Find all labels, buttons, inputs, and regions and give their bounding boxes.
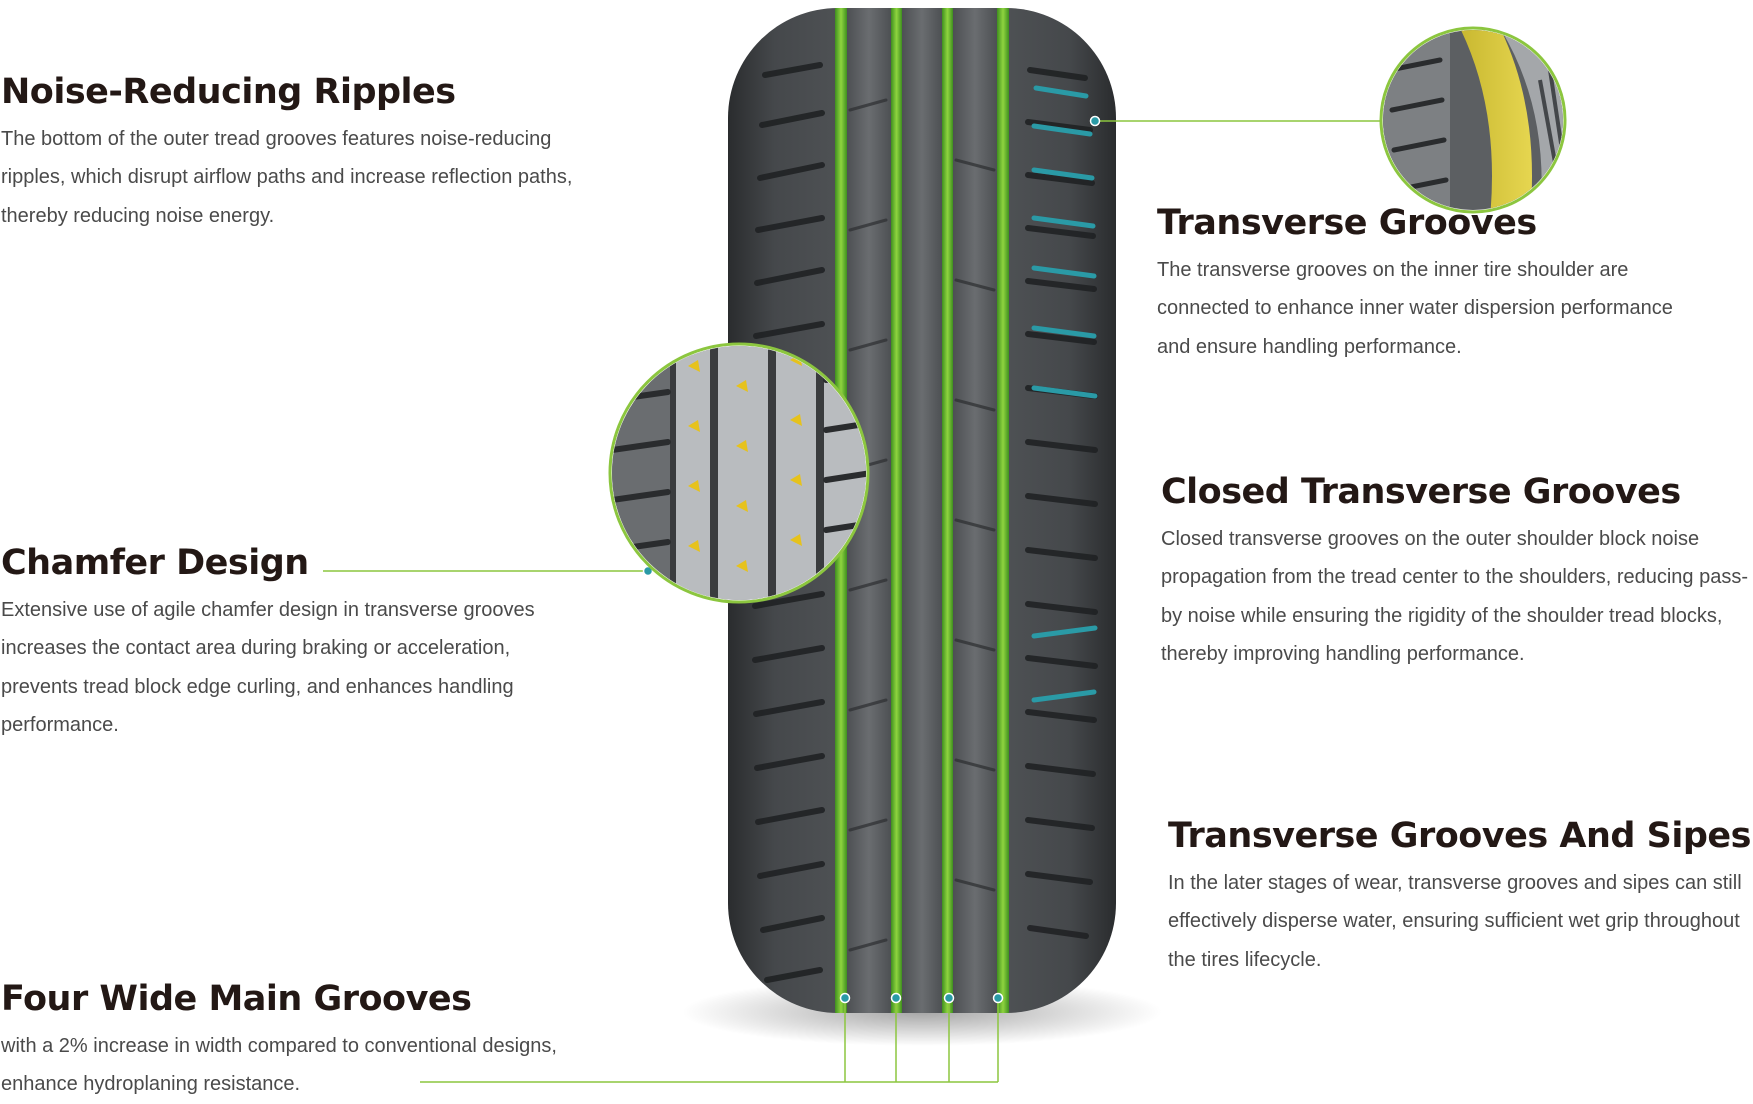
feature-noise-reducing-ripples: Noise-Reducing Ripples The bottom of the… bbox=[1, 70, 581, 235]
feature-description: Extensive use of agile chamfer design in… bbox=[1, 599, 535, 737]
shoulder-zoom-icon bbox=[1379, 26, 1567, 214]
feature-transverse-grooves-and-sipes: Transverse Grooves And Sipes In the late… bbox=[1168, 814, 1753, 979]
feature-chamfer-design: Chamfer Design Extensive use of agile ch… bbox=[1, 541, 586, 745]
chamfer-callout bbox=[323, 565, 654, 577]
feature-title: Four Wide Main Grooves bbox=[1, 979, 472, 1019]
feature-title: Noise-Reducing Ripples bbox=[1, 72, 456, 112]
feature-description: In the later stages of wear, transverse … bbox=[1168, 872, 1742, 971]
feature-title: Closed Transverse Grooves bbox=[1161, 472, 1681, 512]
feature-title: Transverse Grooves And Sipes bbox=[1168, 816, 1751, 856]
shoulder-callout bbox=[1089, 115, 1383, 127]
groove-marker bbox=[992, 992, 1004, 1004]
feature-title: Transverse Grooves bbox=[1157, 203, 1537, 243]
feature-transverse-grooves: Transverse Grooves The transverse groove… bbox=[1157, 201, 1677, 366]
feature-description: The bottom of the outer tread grooves fe… bbox=[1, 128, 573, 227]
groove-marker bbox=[839, 992, 851, 1004]
feature-description: Closed transverse grooves on the outer s… bbox=[1161, 528, 1749, 666]
feature-description: The transverse grooves on the inner tire… bbox=[1157, 259, 1673, 358]
tire-body bbox=[728, 8, 1116, 1013]
feature-title: Chamfer Design bbox=[1, 543, 309, 583]
groove-marker bbox=[943, 992, 955, 1004]
main-grooves-callout bbox=[420, 998, 999, 1083]
groove-marker bbox=[890, 992, 902, 1004]
feature-description: with a 2% increase in width compared to … bbox=[1, 1035, 557, 1096]
feature-four-wide-main-grooves: Four Wide Main Grooves with a 2% increas… bbox=[1, 977, 611, 1104]
feature-closed-transverse-grooves: Closed Transverse Grooves Closed transve… bbox=[1161, 470, 1753, 674]
